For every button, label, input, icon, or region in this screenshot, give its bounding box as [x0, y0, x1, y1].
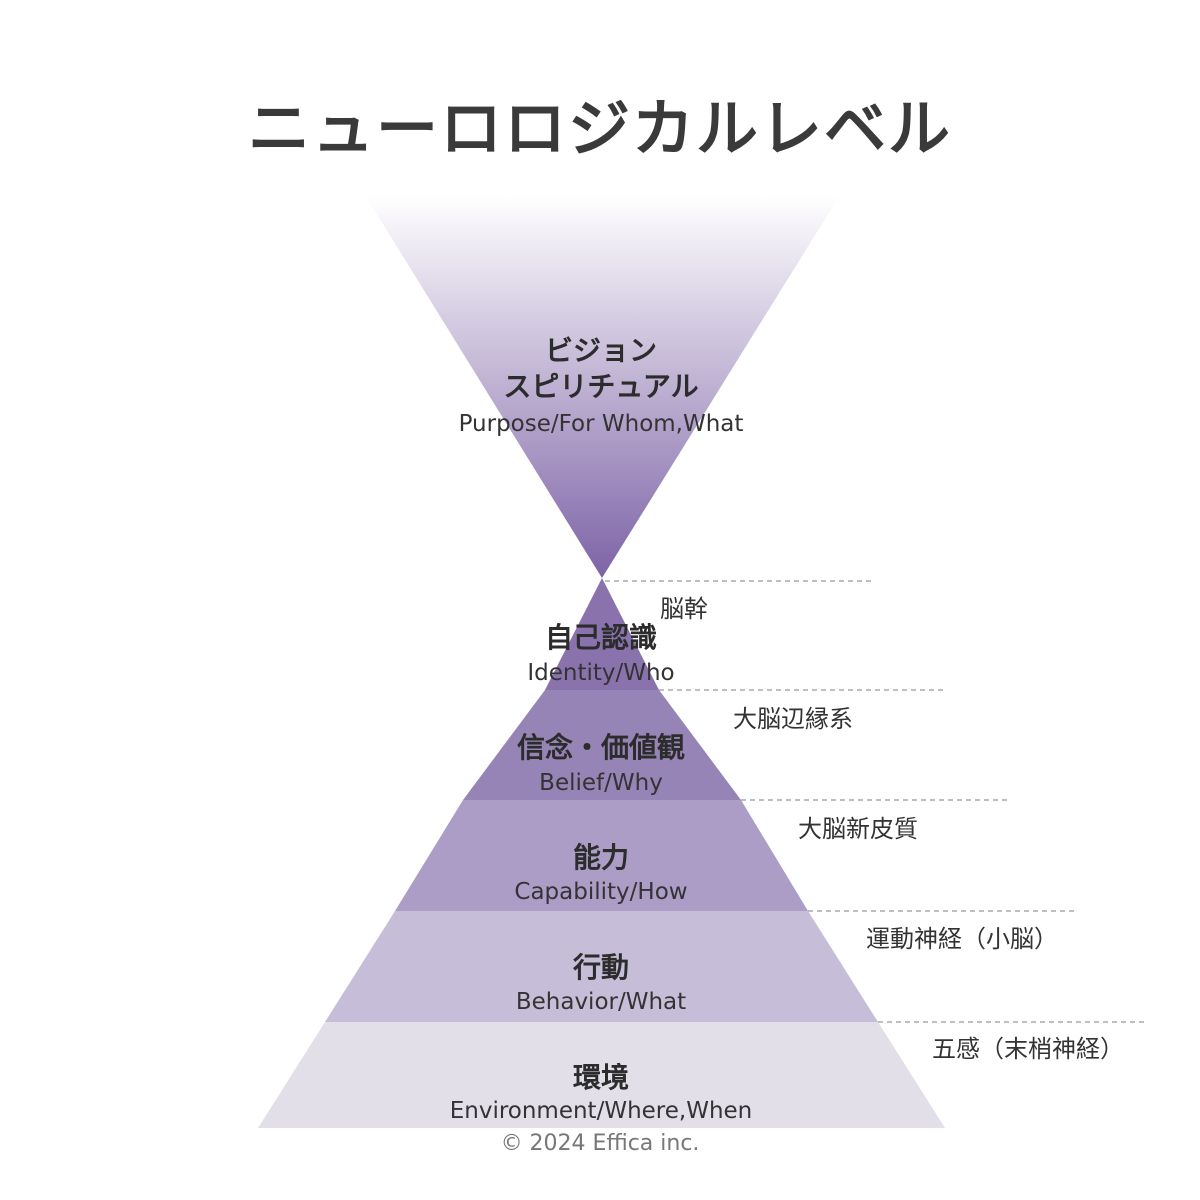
page-title: ニューロロジカルレベル: [247, 92, 952, 165]
level-subtitle-capability: Capability/How: [514, 879, 688, 905]
level-title-identity: 自己認識: [544, 621, 657, 654]
level-subtitle-identity: Identity/Who: [527, 660, 675, 686]
vision-subtitle: Purpose/For Whom,What: [458, 411, 744, 437]
level-band-capability: [395, 800, 808, 911]
level-band-belief: [463, 690, 741, 800]
vision-title: ビジョン: [544, 334, 657, 367]
level-title-capability: 能力: [572, 841, 629, 874]
level-band-identity: [545, 578, 659, 690]
spiritual-title: スピリチュアル: [503, 370, 699, 403]
brain-label-five-senses: 五感（末梢神経）: [932, 1035, 1124, 1063]
level-band-behavior: [325, 911, 878, 1022]
level-title-belief: 信念・価値観: [516, 731, 685, 764]
brain-label-neocortex: 大脳新皮質: [798, 815, 918, 843]
brain-label-brainstem: 脳幹: [660, 595, 708, 623]
copyright: © 2024 Effica inc.: [500, 1131, 700, 1156]
level-title-behavior: 行動: [572, 951, 629, 984]
brain-label-limbic: 大脳辺縁系: [733, 705, 853, 733]
vision-inverted-triangle: [365, 195, 840, 578]
level-subtitle-behavior: Behavior/What: [515, 989, 687, 1015]
level-subtitle-environment: Environment/Where,When: [449, 1098, 753, 1124]
level-band-environment: [258, 1022, 945, 1128]
brain-label-motor-nerve: 運動神経（小脳）: [866, 925, 1058, 953]
level-subtitle-belief: Belief/Why: [539, 770, 663, 796]
level-title-environment: 環境: [572, 1061, 629, 1094]
